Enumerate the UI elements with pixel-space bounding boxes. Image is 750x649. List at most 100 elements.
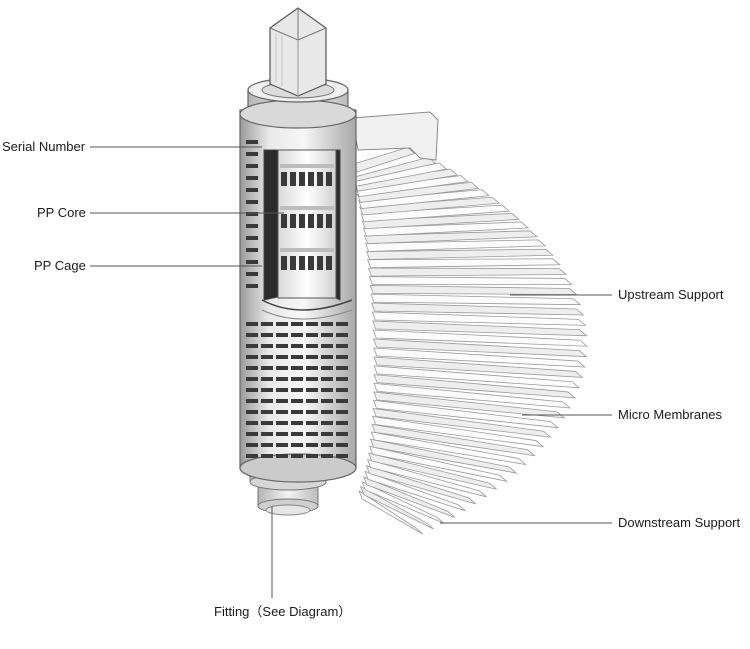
membrane-pleat (373, 382, 572, 409)
membrane-pleat (373, 391, 566, 419)
cage-slot (261, 333, 273, 337)
cage-slot (306, 421, 318, 425)
membrane-pleat (369, 445, 509, 482)
cage-slot (306, 410, 318, 414)
cage-slot (321, 333, 333, 337)
membrane-pleat (373, 347, 586, 368)
cage-slot (261, 421, 273, 425)
membrane-pleat (372, 416, 545, 448)
leader-lines (90, 146, 612, 598)
membrane-pleat (373, 356, 584, 378)
core-slot (281, 256, 287, 270)
cage-slot (261, 388, 273, 392)
cage-slot (246, 388, 258, 392)
cage-slot (246, 188, 258, 192)
cage-slot (336, 399, 348, 403)
cage-slot (306, 366, 318, 370)
cage-slot (321, 388, 333, 392)
cage-slot (246, 377, 258, 381)
cage-slot (336, 388, 348, 392)
membrane-pleat (367, 267, 568, 277)
cage-slot (246, 344, 258, 348)
membrane-pleat (359, 196, 501, 216)
cage-slot (276, 377, 288, 381)
cage-slot (276, 344, 288, 348)
cage-slot (336, 355, 348, 359)
cage-slot (261, 399, 273, 403)
label-fitting: Fitting（See Diagram） (214, 604, 352, 619)
pleated-membrane-fan (349, 146, 589, 535)
cage-slot (306, 355, 318, 359)
cage-slot (336, 333, 348, 337)
core-slot (326, 214, 332, 228)
cage-slot (291, 377, 303, 381)
cage-slot (246, 140, 258, 144)
cage-slot (276, 410, 288, 414)
cage-slot (306, 333, 318, 337)
core-slots (280, 164, 334, 270)
cage-slot (321, 432, 333, 436)
cage-slot (276, 454, 288, 458)
cage-slot (246, 200, 258, 204)
cage-slot (321, 410, 333, 414)
membrane-pleat (363, 230, 539, 245)
core-slot (317, 256, 323, 270)
cage-slot (321, 399, 333, 403)
core-slot (326, 256, 332, 270)
cage-slot (336, 454, 348, 458)
cage-slot (306, 377, 318, 381)
cage-slot (261, 344, 273, 348)
cage-slot (321, 377, 333, 381)
cage-slot (246, 454, 258, 458)
cage-slot (321, 366, 333, 370)
cage-slot (306, 344, 318, 348)
cage-slot (261, 410, 273, 414)
cage-slot (261, 355, 273, 359)
label-pp-cage: PP Cage (34, 258, 86, 273)
core-slot (281, 172, 287, 186)
cage-slot (291, 399, 303, 403)
membrane-pleat (368, 276, 573, 286)
cage-slot (246, 410, 258, 414)
membrane-pleat (361, 212, 520, 230)
membrane-pleat (370, 293, 582, 306)
cage-slots (246, 140, 348, 458)
cage-slot (321, 454, 333, 458)
membrane-pleat (371, 311, 587, 326)
cage-slot (276, 443, 288, 447)
cage-slot (246, 236, 258, 240)
core-slot (299, 256, 305, 270)
membrane-pleat (371, 423, 536, 457)
core-slot (290, 172, 296, 186)
cage-slot (336, 432, 348, 436)
cage-slot (261, 377, 273, 381)
cage-slot (246, 176, 258, 180)
cage-slot (306, 432, 318, 436)
label-micro-membranes: Micro Membranes (618, 407, 723, 422)
membrane-pleat (360, 204, 511, 223)
cage-slot (261, 366, 273, 370)
cage-slot (336, 443, 348, 447)
core-slot (317, 214, 323, 228)
cage-slot (336, 366, 348, 370)
cage-slot (321, 344, 333, 348)
core-slot (281, 214, 287, 228)
cage-slot (276, 432, 288, 436)
cage-slot (246, 284, 258, 288)
cage-slot (246, 212, 258, 216)
cage-slot (276, 366, 288, 370)
cage-slot (291, 344, 303, 348)
membrane-pleat (372, 329, 589, 347)
membrane-pleat (369, 438, 518, 474)
membrane-pleat (372, 408, 552, 438)
cage-slot (246, 248, 258, 252)
membrane-pleat (373, 374, 577, 399)
cylinder-body (239, 7, 357, 516)
cage-slot (246, 260, 258, 264)
membrane-pleat (368, 452, 497, 490)
cage-slot (336, 410, 348, 414)
membrane-pleat (363, 476, 456, 518)
cage-slot (261, 322, 273, 326)
